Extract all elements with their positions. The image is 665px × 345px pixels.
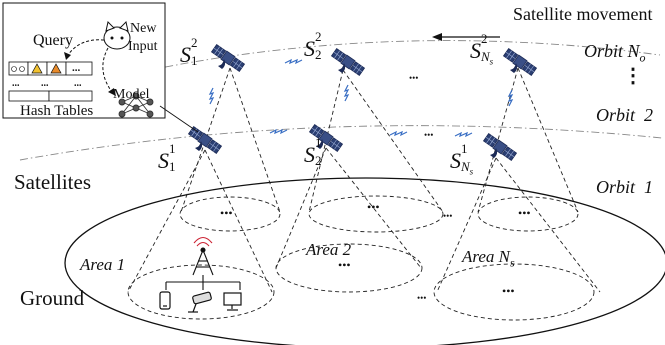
area-dots: ••• xyxy=(367,200,380,214)
orbit-no-label: Orbit No xyxy=(584,42,646,64)
coverage-cones xyxy=(127,67,601,321)
inset-new-label-2: Input xyxy=(128,39,158,54)
orbit-1-path xyxy=(19,125,663,161)
sat-label-base: S xyxy=(450,148,461,173)
inset-new-label-1: New xyxy=(130,21,157,36)
area-dots: ••• xyxy=(220,206,233,220)
inset-query-label: Query xyxy=(33,32,73,49)
ground-ellipse xyxy=(64,177,665,345)
orbit-2-path xyxy=(149,40,661,71)
inter-orbit-link-icon xyxy=(209,87,214,105)
sat-label-sup: 2 xyxy=(481,31,488,46)
area-dots: ••• xyxy=(518,206,531,220)
inset-row-ellipsis: ... xyxy=(74,78,82,89)
orbit-no-sub: o xyxy=(639,50,646,65)
satellite-sns2-icon xyxy=(502,47,538,77)
orbit-no-text: Orbit N xyxy=(584,41,640,61)
satellite-sns1-icon xyxy=(482,132,518,162)
isl-link-icon xyxy=(284,59,303,64)
area-1-label: Area 1 xyxy=(80,255,126,274)
new-input-cat-icon xyxy=(103,21,131,50)
area-2-label: Area 2 xyxy=(306,240,352,259)
satellite-movement-label: Satellite movement xyxy=(513,4,653,24)
between-dots: ••• xyxy=(409,73,419,83)
sat-label-sub: 1 xyxy=(191,53,198,68)
orbit-1-label: Orbit 1 xyxy=(596,177,654,197)
satellites-label: Satellites xyxy=(14,170,91,194)
sat-label-sup: 1 xyxy=(169,141,176,156)
sat-label-sup: 2 xyxy=(191,35,198,50)
inset-cell-ellipsis: ... xyxy=(72,62,81,74)
sat-label-sup: 1 xyxy=(461,141,468,156)
monitor-icon xyxy=(223,292,242,311)
area-ns-sub: s xyxy=(510,255,515,270)
area-ns-text: Area N xyxy=(462,247,511,266)
area-ns-label: Area Ns xyxy=(462,248,515,268)
inset-model-label: Model xyxy=(113,87,150,102)
warning-thumb-icon xyxy=(31,63,62,74)
camera-icon xyxy=(188,291,212,313)
area-dots: ••• xyxy=(338,258,351,272)
inset-pointer xyxy=(159,105,199,133)
sat-label-base: S xyxy=(304,36,315,61)
area-dots: ••• xyxy=(502,284,515,298)
sat-label-sub: Ns xyxy=(481,50,493,67)
inset-row-ellipsis: ... xyxy=(12,78,20,89)
sat-label-base: S xyxy=(304,142,315,167)
inset-row-ellipsis: ... xyxy=(41,78,49,89)
isl-link-icon xyxy=(389,131,408,136)
isl-link-icon xyxy=(454,132,473,137)
neural-network-icon xyxy=(118,92,154,118)
orbit-vertical-ellipsis: ⋮ xyxy=(623,65,643,87)
cat-thumb-icon xyxy=(11,66,25,72)
sat-label-subsub: s xyxy=(469,166,474,177)
phone-icon xyxy=(159,291,171,310)
sat-label-sup: 2 xyxy=(315,29,322,44)
base-station-icon xyxy=(165,236,241,290)
sat-label-sub: 2 xyxy=(315,47,322,62)
ground-label: Ground xyxy=(20,286,85,310)
between-dots: ••• xyxy=(424,130,434,140)
model-arrow xyxy=(102,47,113,93)
sat-label-base: S xyxy=(180,42,191,67)
sat-label-sub: 2 xyxy=(315,153,322,168)
sat-label-sub: Ns xyxy=(461,160,473,177)
orbit-2-label: Orbit 2 xyxy=(596,105,654,125)
between-dots: ••• xyxy=(417,293,427,303)
sat-label-base: S xyxy=(158,148,169,173)
inter-orbit-link-icon xyxy=(344,84,349,102)
between-dots: ••• xyxy=(443,211,453,221)
inset-hash-tables-label: Hash Tables xyxy=(20,103,94,119)
sat-label-subsub: s xyxy=(489,56,494,67)
sat-label-sup: 1 xyxy=(315,135,322,150)
sat-label-sub: 1 xyxy=(169,159,176,174)
satellite-s11-icon xyxy=(187,125,223,155)
sat-label-sub-n: N xyxy=(481,49,490,64)
query-arrow xyxy=(67,39,105,56)
sat-label-sub-n: N xyxy=(461,159,470,174)
sat-label-base: S xyxy=(470,38,481,63)
satellite-s22-icon xyxy=(330,47,366,77)
